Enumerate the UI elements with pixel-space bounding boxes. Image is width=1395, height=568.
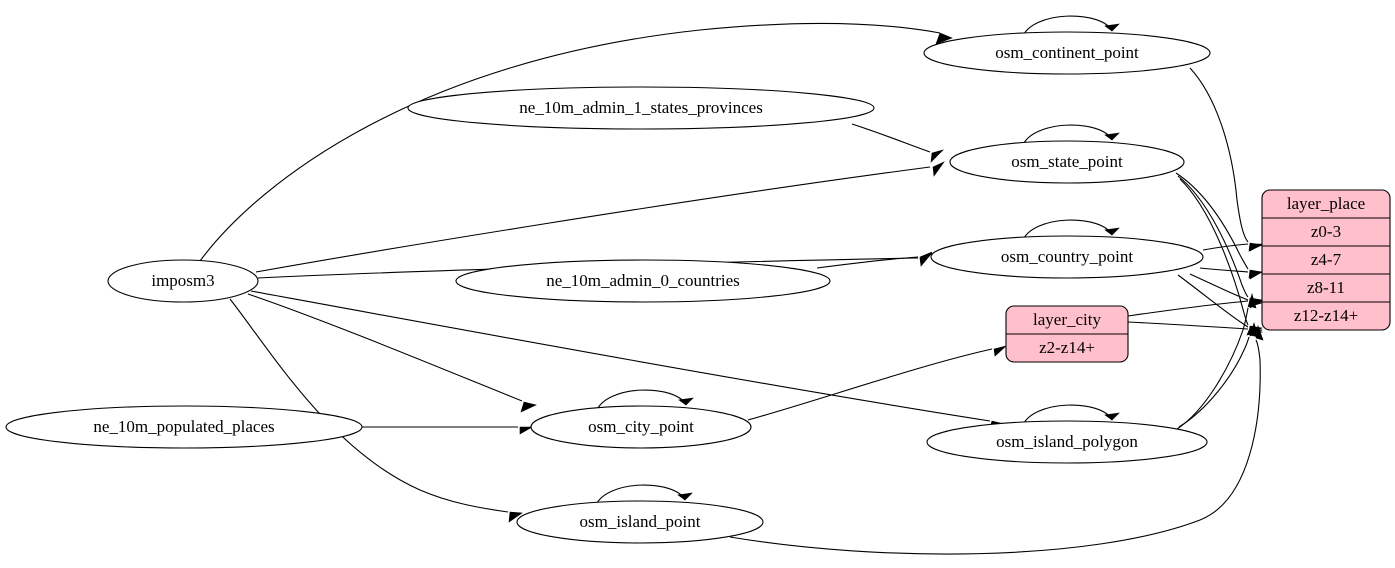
edge-osm_state_point-to-layer_place-z12-z14 xyxy=(1179,178,1249,326)
arrowhead-icon xyxy=(919,251,933,266)
arrowhead-icon xyxy=(1249,321,1259,338)
layer_place-row-z4-7[interactable]: z4-7 xyxy=(1311,250,1342,269)
node-layer_city[interactable]: layer_city z2-z14+ xyxy=(1005,305,1129,363)
arrowhead-icon xyxy=(520,401,537,413)
node-ne_10m_admin_1_states_provinces[interactable]: ne_10m_admin_1_states_provinces xyxy=(407,86,875,130)
edge-osm_country_point-to-layer_place-z4-7 xyxy=(1199,267,1249,273)
arrowhead-icon xyxy=(677,492,693,501)
edge-layer xyxy=(199,15,1264,555)
arrowhead-icon xyxy=(678,397,694,406)
node-imposm3[interactable]: imposm3 xyxy=(107,259,259,303)
selfloop-osm_island_point xyxy=(594,484,686,508)
arrowhead-icon xyxy=(1255,324,1264,341)
node-label-imposm3: imposm3 xyxy=(151,271,214,290)
arrowhead-icon xyxy=(1104,227,1120,236)
arrowhead-icon xyxy=(1249,271,1264,280)
selfloop-osm_country_point xyxy=(1021,219,1113,243)
node-label-osm_island_point: osm_island_point xyxy=(580,512,701,531)
node-ne_10m_admin_0_countries[interactable]: ne_10m_admin_0_countries xyxy=(455,259,831,303)
edge-osm_island_point-to-layer_place-z12-z14 xyxy=(729,339,1261,555)
edge-imposm3-to-osm_state_point xyxy=(255,166,931,273)
arrowhead-icon xyxy=(1104,412,1120,421)
edge-imposm3-to-osm_continent_point xyxy=(199,22,941,262)
edge-osm_continent_point-to-layer_place-z0-3 xyxy=(1189,67,1249,243)
edge-osm_city_point-to-layer_city-z2-z14 xyxy=(747,348,993,421)
edge-osm_country_point-to-layer_place-z0-3 xyxy=(1202,243,1249,251)
node-osm_continent_point[interactable]: osm_continent_point xyxy=(923,31,1211,75)
arrowhead-icon xyxy=(508,511,523,523)
node-label-ne_10m_populated_places: ne_10m_populated_places xyxy=(93,417,274,436)
layer_place-title: layer_place xyxy=(1287,194,1365,213)
node-osm_city_point[interactable]: osm_city_point xyxy=(530,405,752,449)
node-layer_place[interactable]: layer_place z0-3 z4-7 z8-11 z12-z14+ xyxy=(1261,189,1391,331)
node-label-osm_country_point: osm_country_point xyxy=(1001,247,1133,266)
edge-imposm3-to-osm_city_point xyxy=(247,293,523,402)
selfloop-osm_city_point xyxy=(595,389,687,413)
edge-layer_city-to-layer_place-z8-11 xyxy=(1127,300,1249,317)
node-ne_10m_populated_places[interactable]: ne_10m_populated_places xyxy=(5,405,363,449)
selfloop-osm_continent_point xyxy=(1021,15,1113,39)
edge-osm_country_point-to-layer_place-z12-z14 xyxy=(1177,274,1249,328)
layer_place-row-z12-z14[interactable]: z12-z14+ xyxy=(1294,306,1358,325)
selfloop-osm_island_polygon xyxy=(1021,404,1113,428)
node-osm_country_point[interactable]: osm_country_point xyxy=(930,235,1204,279)
layer_place-row-z8-11[interactable]: z8-11 xyxy=(1307,278,1345,297)
edge-layer_city-to-layer_place-z12-z14 xyxy=(1127,321,1249,330)
node-label-osm_continent_point: osm_continent_point xyxy=(995,43,1139,62)
arrowhead-icon xyxy=(1104,132,1120,141)
node-label-osm_city_point: osm_city_point xyxy=(588,417,694,436)
edge-ne_countries-to-osm_country_point xyxy=(816,256,919,269)
arrowhead-icon xyxy=(519,426,534,435)
arrowhead-icon xyxy=(1249,243,1264,252)
edge-osm_island_polygon-to-layer_place-z8-11 xyxy=(1176,307,1249,430)
arrowhead-icon xyxy=(993,345,1007,357)
edge-imposm3-to-osm_island_polygon xyxy=(250,290,991,422)
node-label-osm_island_polygon: osm_island_polygon xyxy=(996,432,1138,451)
layer_place-row-z0-3[interactable]: z0-3 xyxy=(1311,222,1341,241)
node-label-osm_state_point: osm_state_point xyxy=(1011,152,1123,171)
selfloop-osm_state_point xyxy=(1021,124,1113,148)
arrowhead-icon xyxy=(935,32,953,45)
arrowhead-icon xyxy=(1104,23,1120,32)
arrowhead-icon xyxy=(930,149,945,163)
edge-ne_states-to-osm_state_point xyxy=(851,123,931,153)
node-label-ne_10m_admin_0_countries: ne_10m_admin_0_countries xyxy=(546,271,740,290)
layer_city-row-z2-z14[interactable]: z2-z14+ xyxy=(1039,338,1095,357)
node-osm_island_point[interactable]: osm_island_point xyxy=(516,500,764,544)
node-layer: imposm3 ne_10m_admin_1_states_provinces … xyxy=(5,31,1391,544)
edge-osm_state_point-to-layer_place-z8-11 xyxy=(1177,175,1249,298)
node-label-ne_10m_admin_1_states_provinces: ne_10m_admin_1_states_provinces xyxy=(519,98,763,117)
edge-imposm3-to-osm_island_point xyxy=(229,298,509,513)
edge-osm_island_polygon-to-layer_place-z12-z14 xyxy=(1178,336,1250,428)
arrowhead-icon xyxy=(1248,292,1257,309)
node-osm_island_polygon[interactable]: osm_island_polygon xyxy=(926,420,1208,464)
node-osm_state_point[interactable]: osm_state_point xyxy=(949,140,1185,184)
layer_city-title: layer_city xyxy=(1033,310,1101,329)
edge-osm_state_point-to-layer_place-z4-7 xyxy=(1175,172,1249,270)
arrowhead-icon xyxy=(932,161,945,177)
edge-osm_country_point-to-layer_place-z8-11 xyxy=(1189,273,1249,301)
